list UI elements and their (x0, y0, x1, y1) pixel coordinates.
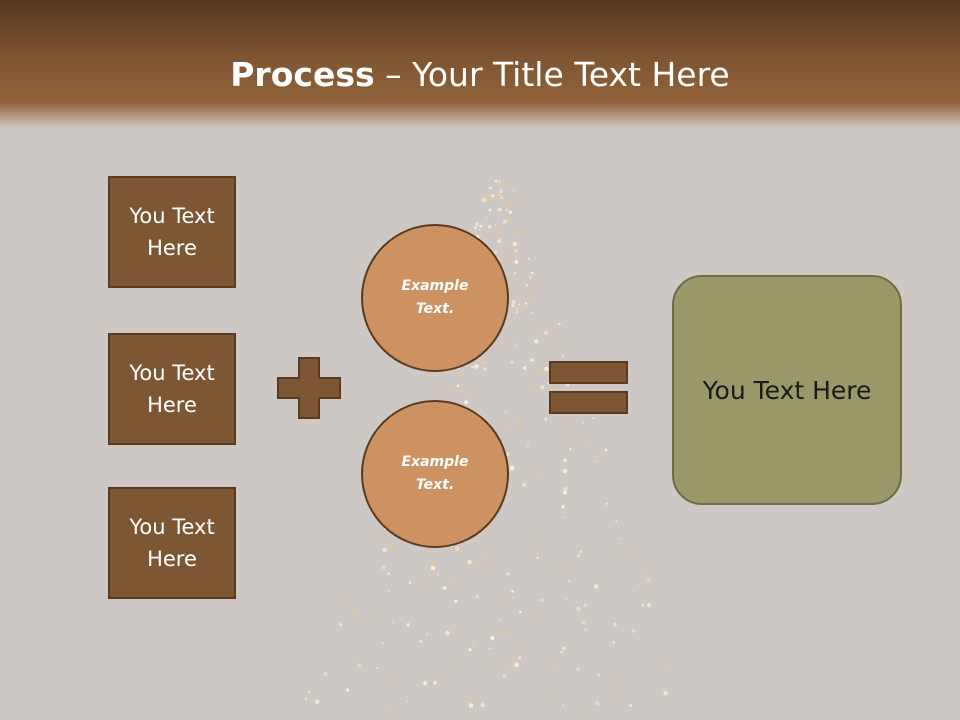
slide-title: Process – Your Title Text Here (0, 52, 960, 98)
input-box-label: You Text Here (129, 204, 215, 260)
input-box-label: You Text Here (129, 361, 215, 417)
example-circle-label: Example Text. (401, 278, 469, 317)
input-box-2[interactable]: You Text Here (108, 333, 236, 445)
example-circle-1[interactable]: Example Text. (361, 224, 509, 372)
result-label: You Text Here (702, 375, 872, 405)
equals-icon (549, 361, 628, 414)
title-bold: Process (230, 55, 375, 94)
input-box-label: You Text Here (129, 515, 215, 571)
result-box[interactable]: You Text Here (672, 275, 902, 505)
example-circle-2[interactable]: Example Text. (361, 400, 509, 548)
title-bar (0, 0, 960, 128)
input-box-3[interactable]: You Text Here (108, 487, 236, 599)
plus-icon (277, 357, 341, 419)
input-box-1[interactable]: You Text Here (108, 176, 236, 288)
title-rest: – Your Title Text Here (374, 55, 730, 94)
example-circle-label: Example Text. (401, 454, 469, 493)
